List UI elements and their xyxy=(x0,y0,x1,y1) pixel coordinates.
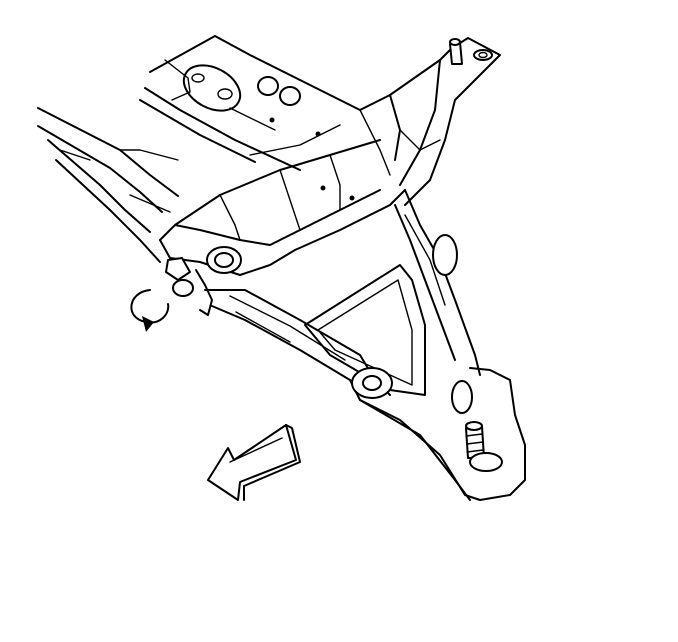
bump-stop xyxy=(257,76,279,96)
arm-bolt-boss xyxy=(351,367,393,399)
rotation-arrow-icon xyxy=(130,289,170,332)
frame-side-rail xyxy=(37,107,179,263)
pivot-bolt xyxy=(172,279,194,297)
pivot-bushing xyxy=(206,246,242,274)
frame-crossmember xyxy=(139,35,391,171)
bump-stop xyxy=(279,86,301,106)
direction-arrow-icon xyxy=(207,424,301,501)
front-crossmember-box xyxy=(159,139,406,316)
rear-bushing-boss xyxy=(432,234,458,276)
crossmember-tower xyxy=(359,37,501,206)
mount-pad xyxy=(182,64,242,112)
lower-control-arm xyxy=(204,189,526,501)
